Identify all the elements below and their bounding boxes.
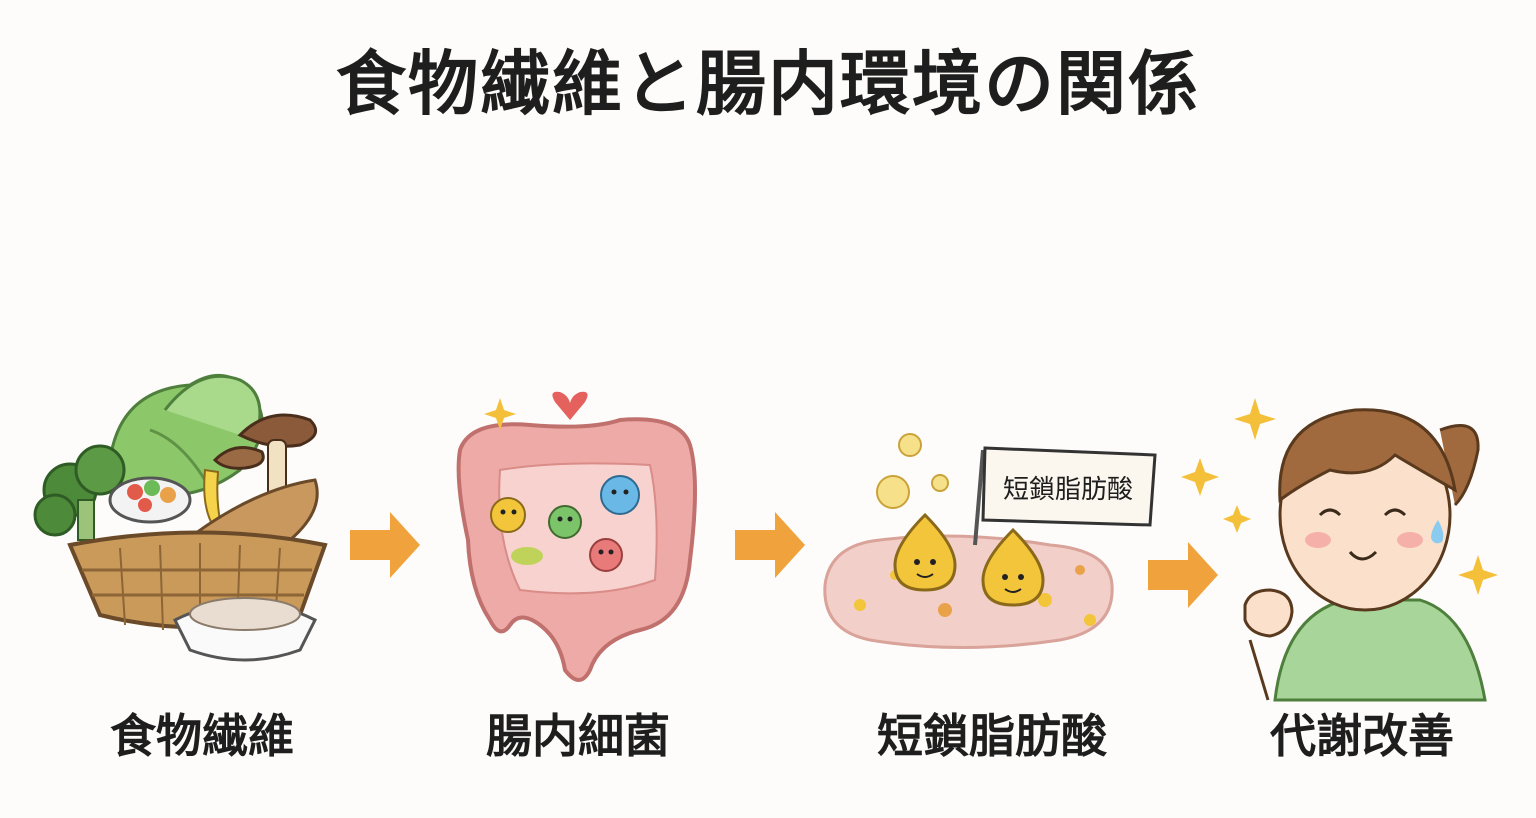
flag-label: 短鎖脂肪酸 (1003, 475, 1133, 505)
page-title: 食物繊維と腸内環境の関係 (336, 43, 1200, 125)
vegetable-basket-icon (33, 373, 328, 662)
step-label-metabolic-improvement: 代謝改善 (1270, 709, 1454, 763)
arrow-icon (350, 512, 420, 578)
step-label-short-chain-fatty-acids: 短鎖脂肪酸 (877, 709, 1107, 763)
arrow-icon (735, 512, 805, 578)
arrow-icon (1148, 542, 1218, 608)
step-label-dietary-fiber: 食物繊維 (110, 709, 294, 763)
intestine-bacteria-icon (456, 391, 697, 682)
happy-person-icon (1181, 398, 1498, 702)
fatty-acid-droplets-icon: 短鎖脂肪酸 (823, 433, 1157, 649)
step-label-gut-bacteria: 腸内細菌 (486, 709, 670, 763)
